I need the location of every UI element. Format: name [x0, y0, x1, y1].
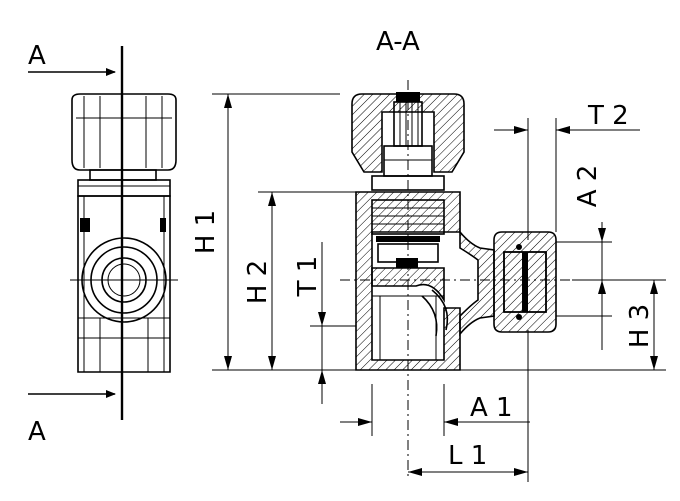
insert-top	[396, 92, 420, 102]
dim-l1: L 1	[448, 441, 487, 471]
dim-t2: T 2	[587, 101, 629, 131]
cap-section	[351, 93, 465, 173]
section-view	[351, 92, 557, 371]
valve-body-side	[77, 195, 171, 373]
section-title: A-A	[376, 27, 420, 57]
dim-h2: H 2	[243, 260, 273, 304]
dim-a2: A 2	[573, 165, 603, 208]
dim-h3: H 3	[625, 304, 655, 348]
handwheel-cap	[71, 93, 177, 171]
dim-h1: H 1	[191, 210, 221, 254]
side-view	[28, 46, 178, 420]
dimension-lines	[212, 80, 666, 482]
side-branch	[459, 229, 495, 337]
section-mark-bottom: A	[28, 417, 46, 447]
section-mark-top: A	[28, 41, 46, 71]
dim-a1: A 1	[470, 393, 513, 423]
dim-t1: T 1	[293, 256, 323, 298]
